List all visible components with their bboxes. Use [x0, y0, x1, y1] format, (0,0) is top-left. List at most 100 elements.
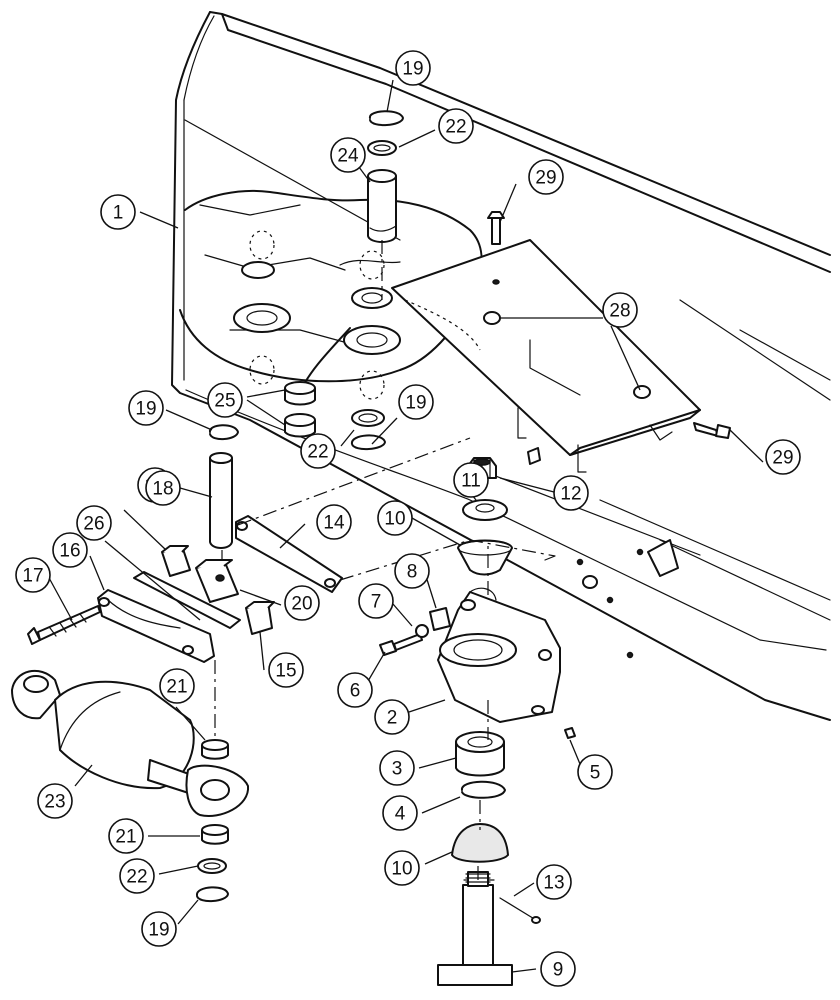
- callout-circle: [141, 911, 177, 947]
- callout-number: 22: [126, 867, 147, 888]
- callout-number: 28: [609, 301, 630, 322]
- callout-number: 14: [323, 513, 345, 534]
- callout-number: 21: [166, 677, 187, 698]
- callout-circle: [765, 439, 801, 475]
- callout-number: 4: [395, 804, 406, 825]
- callout-circle: [394, 553, 430, 589]
- callout-number: 17: [22, 566, 43, 587]
- callout-circle: [358, 583, 394, 619]
- callout-c19a: 19: [395, 50, 431, 86]
- callout-circle: [395, 50, 431, 86]
- callout-circle: [300, 433, 336, 469]
- callout-circle: [528, 159, 564, 195]
- callout-number: 26: [83, 514, 104, 535]
- callout-number: 10: [391, 859, 412, 880]
- mounting-bracket: [391, 211, 731, 473]
- callout-c9: 9: [540, 951, 576, 987]
- callout-c17: 17: [15, 557, 51, 593]
- callout-number: 22: [445, 117, 466, 138]
- callout-circle: [52, 532, 88, 568]
- callout-number: 11: [461, 471, 481, 492]
- leader-lines: [47, 79, 764, 973]
- callout-number: 10: [384, 509, 405, 530]
- callout-circle: [577, 754, 613, 790]
- callout-number: 13: [543, 873, 564, 894]
- callout-c21a: 21: [159, 668, 195, 704]
- callout-c19c: 19: [128, 390, 164, 426]
- callout-c8: 8: [394, 553, 430, 589]
- pin-and-link: [209, 437, 556, 593]
- callout-number: 16: [59, 541, 80, 562]
- callout-c11: 11: [453, 462, 489, 498]
- callouts: 1234567891010111213141515161718191919192…: [15, 50, 801, 987]
- callout-number: 2: [387, 708, 398, 729]
- callout-circle: [398, 384, 434, 420]
- callout-circle: [330, 137, 366, 173]
- callout-c22a: 22: [438, 108, 474, 144]
- callout-c10b: 10: [384, 850, 420, 886]
- background-details: [527, 447, 679, 659]
- callout-circle: [379, 750, 415, 786]
- callout-circle: [553, 475, 589, 511]
- callout-number: 5: [590, 763, 601, 784]
- callout-number: 7: [371, 592, 382, 613]
- callout-c13: 13: [536, 864, 572, 900]
- callout-c18: 18: [145, 470, 181, 506]
- callout-c29a: 29: [528, 159, 564, 195]
- callout-c16: 16: [52, 532, 88, 568]
- callout-c2: 2: [374, 699, 410, 735]
- callout-circle: [159, 668, 195, 704]
- callout-c1: 1: [100, 194, 136, 230]
- clamp-assembly: [27, 545, 275, 740]
- callout-number: 3: [392, 759, 403, 780]
- callout-circle: [76, 505, 112, 541]
- callout-c23: 23: [37, 783, 73, 819]
- callout-c14: 14: [316, 504, 352, 540]
- callout-c22b: 22: [300, 433, 336, 469]
- callout-number: 9: [553, 960, 564, 981]
- callout-circle: [268, 652, 304, 688]
- callout-circle: [382, 795, 418, 831]
- callout-number: 12: [560, 484, 581, 505]
- callout-circle: [15, 557, 51, 593]
- callout-number: 19: [402, 59, 423, 80]
- callout-number: 6: [350, 681, 361, 702]
- callout-circle: [108, 818, 144, 854]
- callout-number: 19: [135, 399, 156, 420]
- callout-number: 29: [772, 448, 793, 469]
- callout-circle: [37, 783, 73, 819]
- callout-number: 1: [113, 203, 124, 224]
- callout-c5: 5: [577, 754, 613, 790]
- callout-c4: 4: [382, 795, 418, 831]
- callout-number: 8: [407, 562, 418, 583]
- callout-circle: [284, 585, 320, 621]
- callout-c20: 20: [284, 585, 320, 621]
- callout-circle: [207, 382, 243, 418]
- callout-c21b: 21: [108, 818, 144, 854]
- callout-circle: [453, 462, 489, 498]
- hydraulic-cylinder: [11, 670, 250, 902]
- upper-pin-stack: [367, 110, 404, 300]
- callout-circle: [316, 504, 352, 540]
- callout-circle: [100, 194, 136, 230]
- callout-c28: 28: [602, 292, 638, 328]
- callout-circle: [374, 699, 410, 735]
- callout-number: 18: [152, 479, 173, 500]
- bushings-left: [209, 381, 386, 450]
- callout-circle: [145, 470, 181, 506]
- callout-number: 21: [115, 827, 136, 848]
- callout-circle: [384, 850, 420, 886]
- callout-number: 19: [405, 393, 426, 414]
- callout-c7: 7: [358, 583, 394, 619]
- callout-c25: 25: [207, 382, 243, 418]
- callout-c19b: 19: [398, 384, 434, 420]
- callout-c26: 26: [76, 505, 112, 541]
- callout-c10a: 10: [377, 500, 413, 536]
- callout-circle: [438, 108, 474, 144]
- callout-number: 19: [148, 920, 169, 941]
- callout-circle: [377, 500, 413, 536]
- callout-number: 24: [337, 146, 359, 167]
- axle-assembly: [379, 457, 576, 986]
- callout-circle: [128, 390, 164, 426]
- callout-c29b: 29: [765, 439, 801, 475]
